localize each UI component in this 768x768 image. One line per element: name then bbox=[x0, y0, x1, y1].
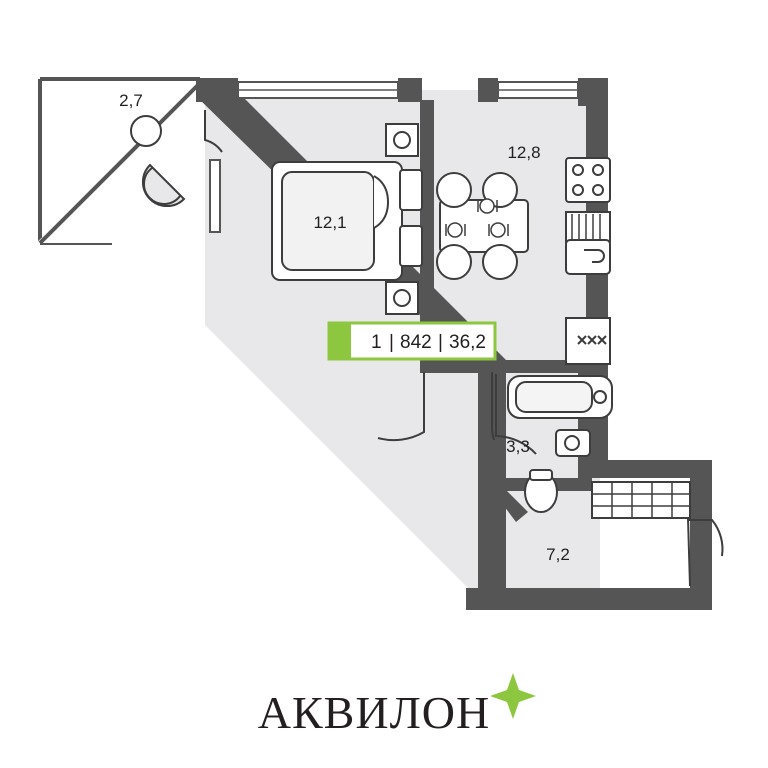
burner-4 bbox=[592, 184, 604, 196]
door-entry bbox=[688, 519, 724, 557]
chair-4 bbox=[482, 244, 518, 280]
burner-3 bbox=[572, 184, 584, 196]
plate-3 bbox=[479, 198, 495, 214]
nightstand-bottom bbox=[399, 225, 423, 267]
wall-living-kitchen bbox=[420, 100, 434, 362]
badge-separator-2: | bbox=[438, 332, 443, 353]
place-settings bbox=[445, 198, 509, 238]
furniture-kitchen bbox=[436, 157, 611, 365]
nightstand-top bbox=[399, 169, 423, 211]
wall-top-pier-mid bbox=[398, 78, 422, 102]
chair-2 bbox=[482, 172, 518, 208]
brand-logo: АКВИЛОН bbox=[258, 673, 536, 738]
balcony-stool bbox=[130, 115, 162, 147]
sink-faucet bbox=[584, 249, 605, 263]
furniture-bathroom bbox=[507, 375, 613, 513]
brand-name: АКВИЛОН bbox=[258, 687, 490, 738]
doors bbox=[204, 110, 724, 587]
stove bbox=[565, 157, 611, 203]
kitchen-drawers bbox=[565, 211, 611, 243]
furniture-living-room bbox=[271, 123, 423, 315]
plate-2 bbox=[490, 222, 506, 238]
fridge-marks bbox=[577, 335, 607, 345]
area-label-kitchen: 12,8 bbox=[507, 143, 540, 162]
sparkle-icon bbox=[490, 673, 536, 719]
area-label-hallway: 7,2 bbox=[546, 545, 570, 564]
balcony-seat-arc bbox=[143, 167, 181, 205]
closet-shelves bbox=[592, 482, 690, 518]
badge-accent-block bbox=[329, 323, 351, 359]
door-entry-leaf bbox=[687, 517, 691, 587]
wall-corridor-top-left bbox=[420, 360, 506, 373]
balcony-wall-diagonal bbox=[38, 81, 202, 245]
chair-1 bbox=[436, 172, 472, 208]
basin-bowl bbox=[564, 435, 580, 451]
bath-faucet bbox=[593, 390, 607, 404]
badge-rooms: 1 bbox=[371, 332, 382, 353]
bathtub-inner bbox=[515, 381, 593, 413]
wall-bottom bbox=[466, 588, 712, 610]
burner-2 bbox=[592, 164, 604, 176]
windows bbox=[209, 81, 579, 233]
badge-separator-1: | bbox=[389, 332, 394, 353]
door-bath-arc bbox=[491, 372, 495, 441]
area-label-bathroom: 3,3 bbox=[506, 437, 530, 456]
area-labels: 2,7 12,1 12,8 3,3 7,2 bbox=[119, 91, 570, 564]
plate-1 bbox=[447, 222, 463, 238]
furniture-balcony bbox=[130, 115, 186, 208]
area-label-balcony: 2,7 bbox=[119, 91, 143, 110]
wall-top-seg-2 bbox=[478, 78, 498, 102]
cabinet-lower-knob bbox=[393, 289, 411, 307]
wall-bath-left bbox=[492, 360, 506, 490]
burner-1 bbox=[572, 164, 584, 176]
chair-3 bbox=[436, 244, 472, 280]
hall-closet bbox=[591, 481, 691, 519]
door-bath bbox=[495, 374, 537, 455]
wall-bath-diagonal bbox=[492, 490, 528, 522]
wall-hall-right bbox=[690, 470, 712, 602]
badge-total-area: 36,2 bbox=[449, 332, 486, 353]
hall-fixtures bbox=[591, 481, 691, 519]
balcony-door-glazing bbox=[209, 159, 221, 233]
sparkle-shape bbox=[490, 673, 536, 719]
toilet-tank bbox=[529, 469, 553, 481]
kitchen-sink bbox=[565, 239, 611, 275]
wall-hall-top bbox=[586, 460, 712, 478]
drawer-lines bbox=[571, 214, 601, 240]
plan-info-badge[interactable]: 1 | 842 | 36,2 bbox=[327, 321, 497, 361]
badge-plan-number: 842 bbox=[400, 332, 432, 353]
bed-pillow bbox=[373, 175, 390, 229]
area-label-living-room: 12,1 bbox=[313, 213, 346, 232]
door-balcony bbox=[204, 110, 223, 153]
cabinet-upper-knob bbox=[393, 131, 411, 149]
door-living bbox=[377, 372, 425, 442]
